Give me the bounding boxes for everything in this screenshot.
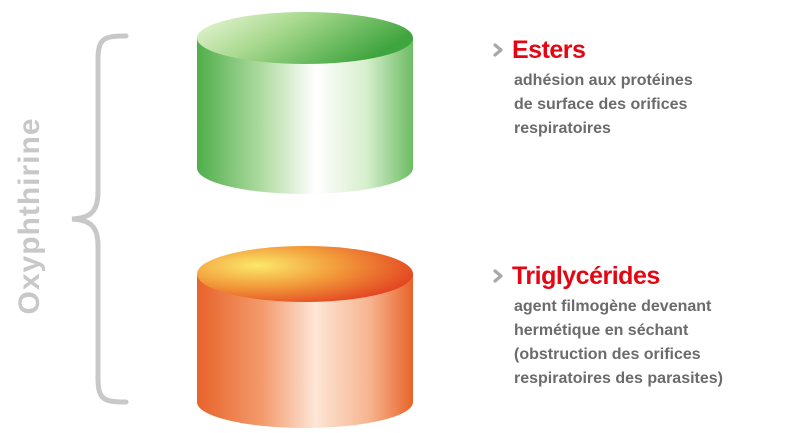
description-line: de surface des orifices [514,96,688,113]
component-heading: Triglycérides [512,261,660,290]
component-esters: Esters adhésion aux protéines de surface… [490,34,693,141]
cylinder-triglycerides [197,246,413,428]
chevron-right-icon [493,43,503,57]
description-line: hermétique en séchant [514,322,689,339]
description-line: agent filmogène devenant [514,298,712,315]
heading-row: Esters [490,34,693,66]
vertical-title: Oxyphthirine [13,117,46,315]
chevron-right-icon [493,269,503,283]
heading-row: Triglycérides [490,260,723,292]
cylinder-esters [197,12,413,194]
component-heading: Esters [512,35,586,64]
description-line: adhésion aux protéines [514,72,693,89]
description-line: respiratoires [514,120,611,137]
component-description: agent filmogène devenant hermétique en s… [514,295,723,391]
description-line: (obstruction des orifices [514,346,701,363]
description-line: respiratoires des parasites) [514,370,723,387]
component-triglycerides: Triglycérides agent filmogène devenant h… [490,260,723,391]
component-description: adhésion aux protéines de surface des or… [514,69,693,141]
curly-brace-icon [71,33,129,405]
